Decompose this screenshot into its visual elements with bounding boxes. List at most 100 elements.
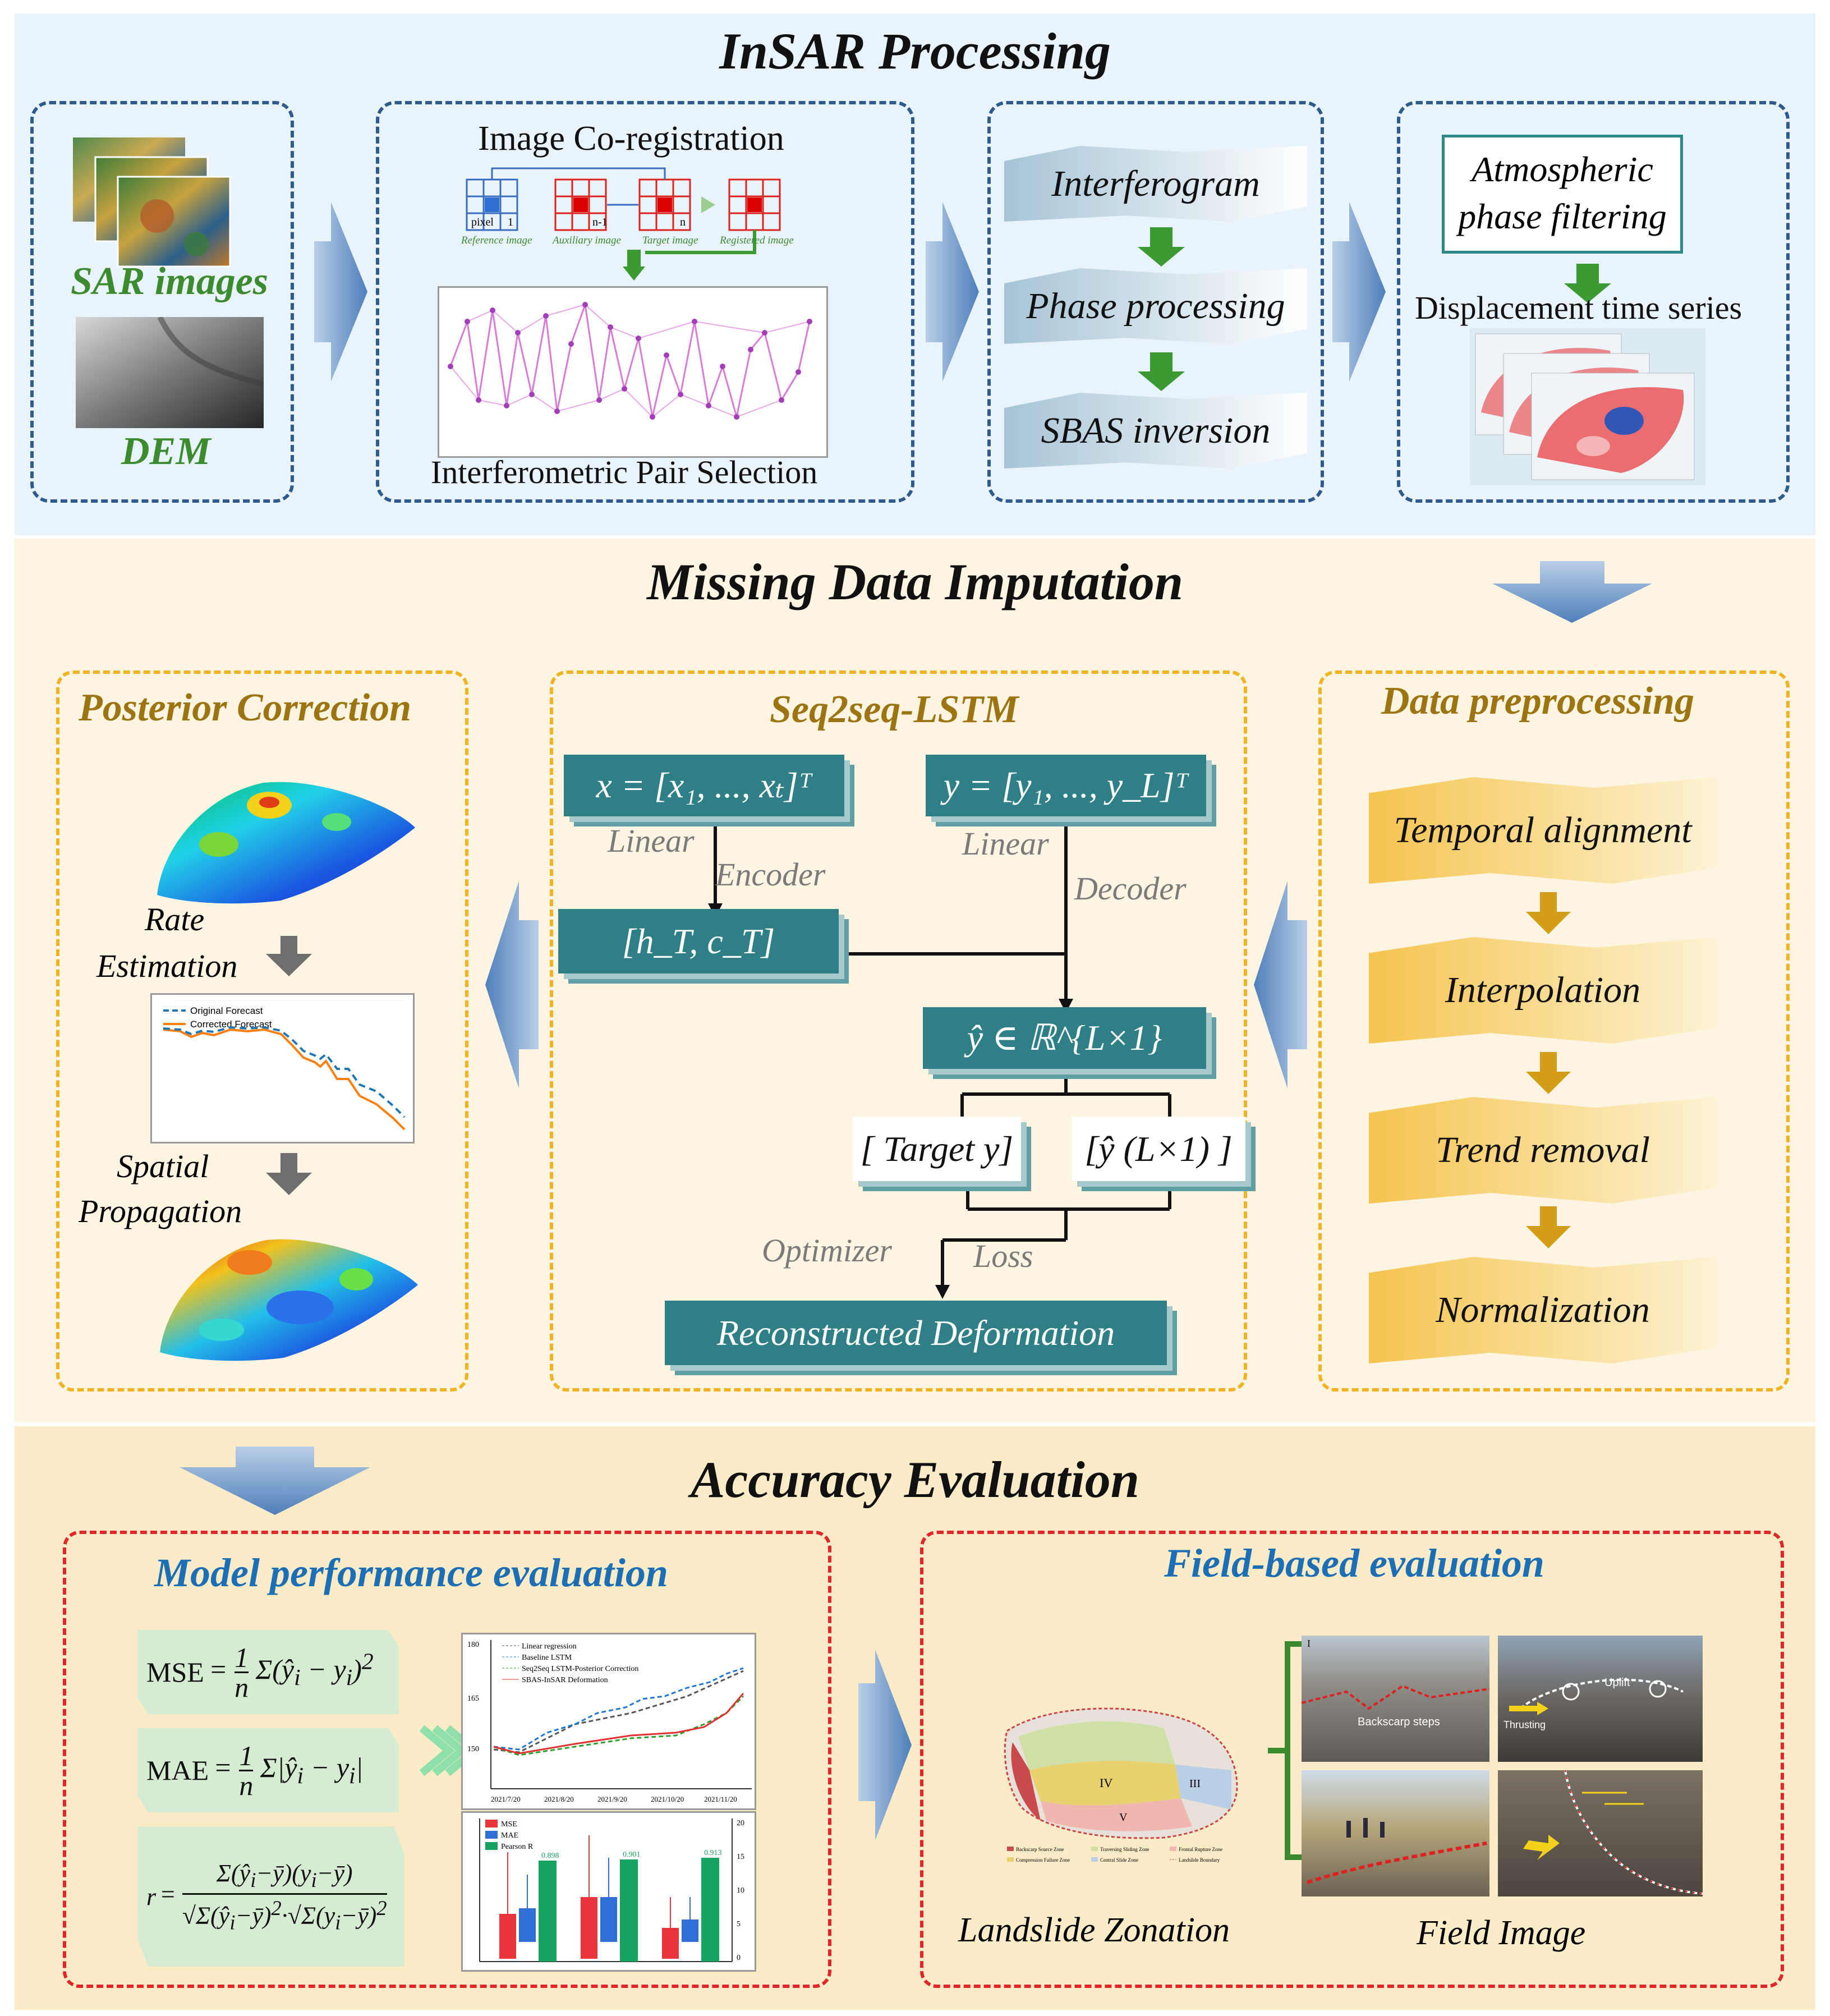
svg-text:Thrusting: Thrusting	[1503, 1719, 1546, 1730]
model-eval-title: Model performance evaluation	[154, 1550, 668, 1595]
svg-text:Traversing Sliding Zone: Traversing Sliding Zone	[1100, 1847, 1150, 1852]
corrected-forecast-line	[163, 1028, 406, 1131]
input-data-box	[30, 101, 294, 503]
svg-text:0: 0	[737, 1954, 741, 1962]
svg-text:15: 15	[737, 1853, 744, 1861]
svg-text:III: III	[1189, 1778, 1201, 1790]
accuracy-title: Accuracy Evaluation	[691, 1451, 1139, 1508]
svg-text:Landslide Boundary: Landslide Boundary	[1179, 1857, 1220, 1863]
encoder-label: Encoder	[715, 856, 826, 893]
r-formula: r = Σ(ŷi−ȳ)(yi−ȳ)√Σ(ŷi−ȳ)2·√Σ(yi−ȳ)2	[137, 1826, 404, 1967]
svg-text:2021/9/20: 2021/9/20	[597, 1795, 627, 1803]
atmospheric-filter-box: Atmospheric phase filtering	[1442, 135, 1683, 254]
svg-text:Uplift: Uplift	[1604, 1677, 1630, 1689]
pair-selection-label: Interferometric Pair Selection	[431, 454, 818, 490]
svg-text:SBAS-InSAR Deformation: SBAS-InSAR Deformation	[522, 1676, 608, 1684]
data-preprocessing-box	[1318, 671, 1790, 1392]
svg-text:IV: IV	[1100, 1776, 1112, 1790]
coreg-label: Target image	[642, 235, 698, 246]
step-trend-removal: Trend removal	[1369, 1097, 1717, 1204]
field-bracket	[1268, 1641, 1307, 1860]
yhat-shape: [ŷ (L×1) ]	[1072, 1117, 1245, 1181]
step-phase-processing: Phase processing	[1004, 268, 1307, 344]
svg-text:Corrected Forecast: Corrected Forecast	[190, 1019, 272, 1030]
dem-image	[76, 317, 264, 428]
left-arrow	[1254, 881, 1307, 1089]
svg-text:n-1: n-1	[592, 216, 608, 228]
insar-title: InSAR Processing	[719, 22, 1111, 80]
r-label: r	[146, 1882, 157, 1911]
step-sbas-inversion: SBAS inversion	[1004, 393, 1307, 469]
yhat-output: ŷ ∈ ℝ^{L×1}	[923, 1007, 1206, 1069]
imputation-title: Missing Data Imputation	[646, 553, 1184, 610]
coreg-label: Registered image	[720, 235, 794, 246]
svg-text:20: 20	[737, 1819, 744, 1827]
svg-text:I: I	[1307, 1638, 1311, 1649]
atm-line1: Atmospheric	[1472, 149, 1653, 189]
svg-text:0.898: 0.898	[541, 1852, 559, 1860]
reconstructed-deformation: Reconstructed Deformation	[665, 1301, 1167, 1365]
seq2seq-box	[550, 671, 1247, 1392]
left-arrow	[485, 881, 539, 1089]
field-image-label: Field Image	[1417, 1914, 1586, 1952]
optimizer-label: Optimizer	[762, 1232, 892, 1269]
down-arrow	[1492, 561, 1652, 623]
down-arrow	[180, 1446, 370, 1515]
svg-text:Pearson R: Pearson R	[501, 1843, 534, 1851]
svg-text:Linear regression: Linear regression	[522, 1642, 577, 1651]
svg-text:Baseline LSTM: Baseline LSTM	[522, 1654, 572, 1662]
svg-text:Backscarp Source Zone: Backscarp Source Zone	[1016, 1847, 1064, 1852]
step-interpolation: Interpolation	[1369, 937, 1717, 1044]
svg-text:180: 180	[467, 1641, 479, 1649]
coreg-label: Auxiliary image	[553, 235, 621, 246]
svg-text:2021/11/20: 2021/11/20	[704, 1795, 737, 1803]
sar-images-stack	[73, 137, 241, 272]
decoder-label: Decoder	[1074, 870, 1187, 907]
chevron-icon	[419, 1725, 455, 1776]
svg-text:MAE: MAE	[501, 1831, 518, 1840]
forecast-plot: Original Forecast Corrected Forecast	[150, 993, 415, 1144]
right-arrow	[1332, 202, 1386, 382]
svg-text:Original Forecast: Original Forecast	[190, 1005, 263, 1016]
svg-text:2021/10/20: 2021/10/20	[651, 1795, 684, 1803]
field-photo-backscarp: I Backscarp steps	[1302, 1636, 1489, 1762]
sar-images-label: SAR images	[71, 260, 269, 303]
displacement-maps	[1470, 328, 1705, 485]
displacement-label: Displacement time series	[1415, 290, 1742, 326]
mae-label: MAE	[146, 1755, 209, 1786]
atmospheric-box	[1397, 101, 1790, 503]
atm-line2: phase filtering	[1458, 196, 1667, 236]
dem-label: DEM	[121, 430, 211, 473]
coregistration-box	[376, 101, 914, 503]
model-performance-box	[63, 1531, 831, 1988]
field-photo-crack	[1498, 1770, 1703, 1896]
svg-text:pixel: pixel	[471, 216, 494, 228]
svg-text:Compression Failure Zone: Compression Failure Zone	[1016, 1857, 1070, 1863]
preprocessing-title: Data preprocessing	[1381, 679, 1695, 723]
right-arrow	[858, 1650, 912, 1840]
rate-line1: Rate	[145, 901, 205, 938]
rate-map-top	[151, 772, 421, 906]
step-interferogram: Interferogram	[1004, 146, 1307, 222]
field-evaluation-box	[920, 1531, 1784, 1988]
zonation-label: Landslide Zonation	[958, 1911, 1230, 1949]
svg-text:5: 5	[737, 1920, 741, 1928]
svg-text:1: 1	[508, 216, 513, 228]
target-y: [ Target y]	[853, 1117, 1021, 1181]
svg-text:Central Slide Zone: Central Slide Zone	[1100, 1857, 1138, 1863]
svg-text:Backscarp steps: Backscarp steps	[1358, 1716, 1440, 1728]
coreg-label: Reference image	[461, 235, 532, 246]
line-comparison-chart: 180 165 150 Linear regression Baseline L…	[461, 1633, 756, 1810]
svg-text:0.901: 0.901	[623, 1850, 641, 1859]
right-arrow	[926, 202, 979, 382]
coregistration-title: Image Co-registration	[478, 120, 784, 158]
spatial-map-bottom	[154, 1223, 424, 1363]
step-normalization: Normalization	[1369, 1257, 1717, 1363]
posterior-correction-box	[56, 671, 468, 1392]
pair-selection-plot	[438, 286, 828, 458]
svg-text:150: 150	[467, 1745, 479, 1753]
rate-line2: Estimation	[96, 948, 238, 984]
landslide-zonation-map: IV III V Backscarp Source Zone Traversin…	[996, 1697, 1243, 1871]
